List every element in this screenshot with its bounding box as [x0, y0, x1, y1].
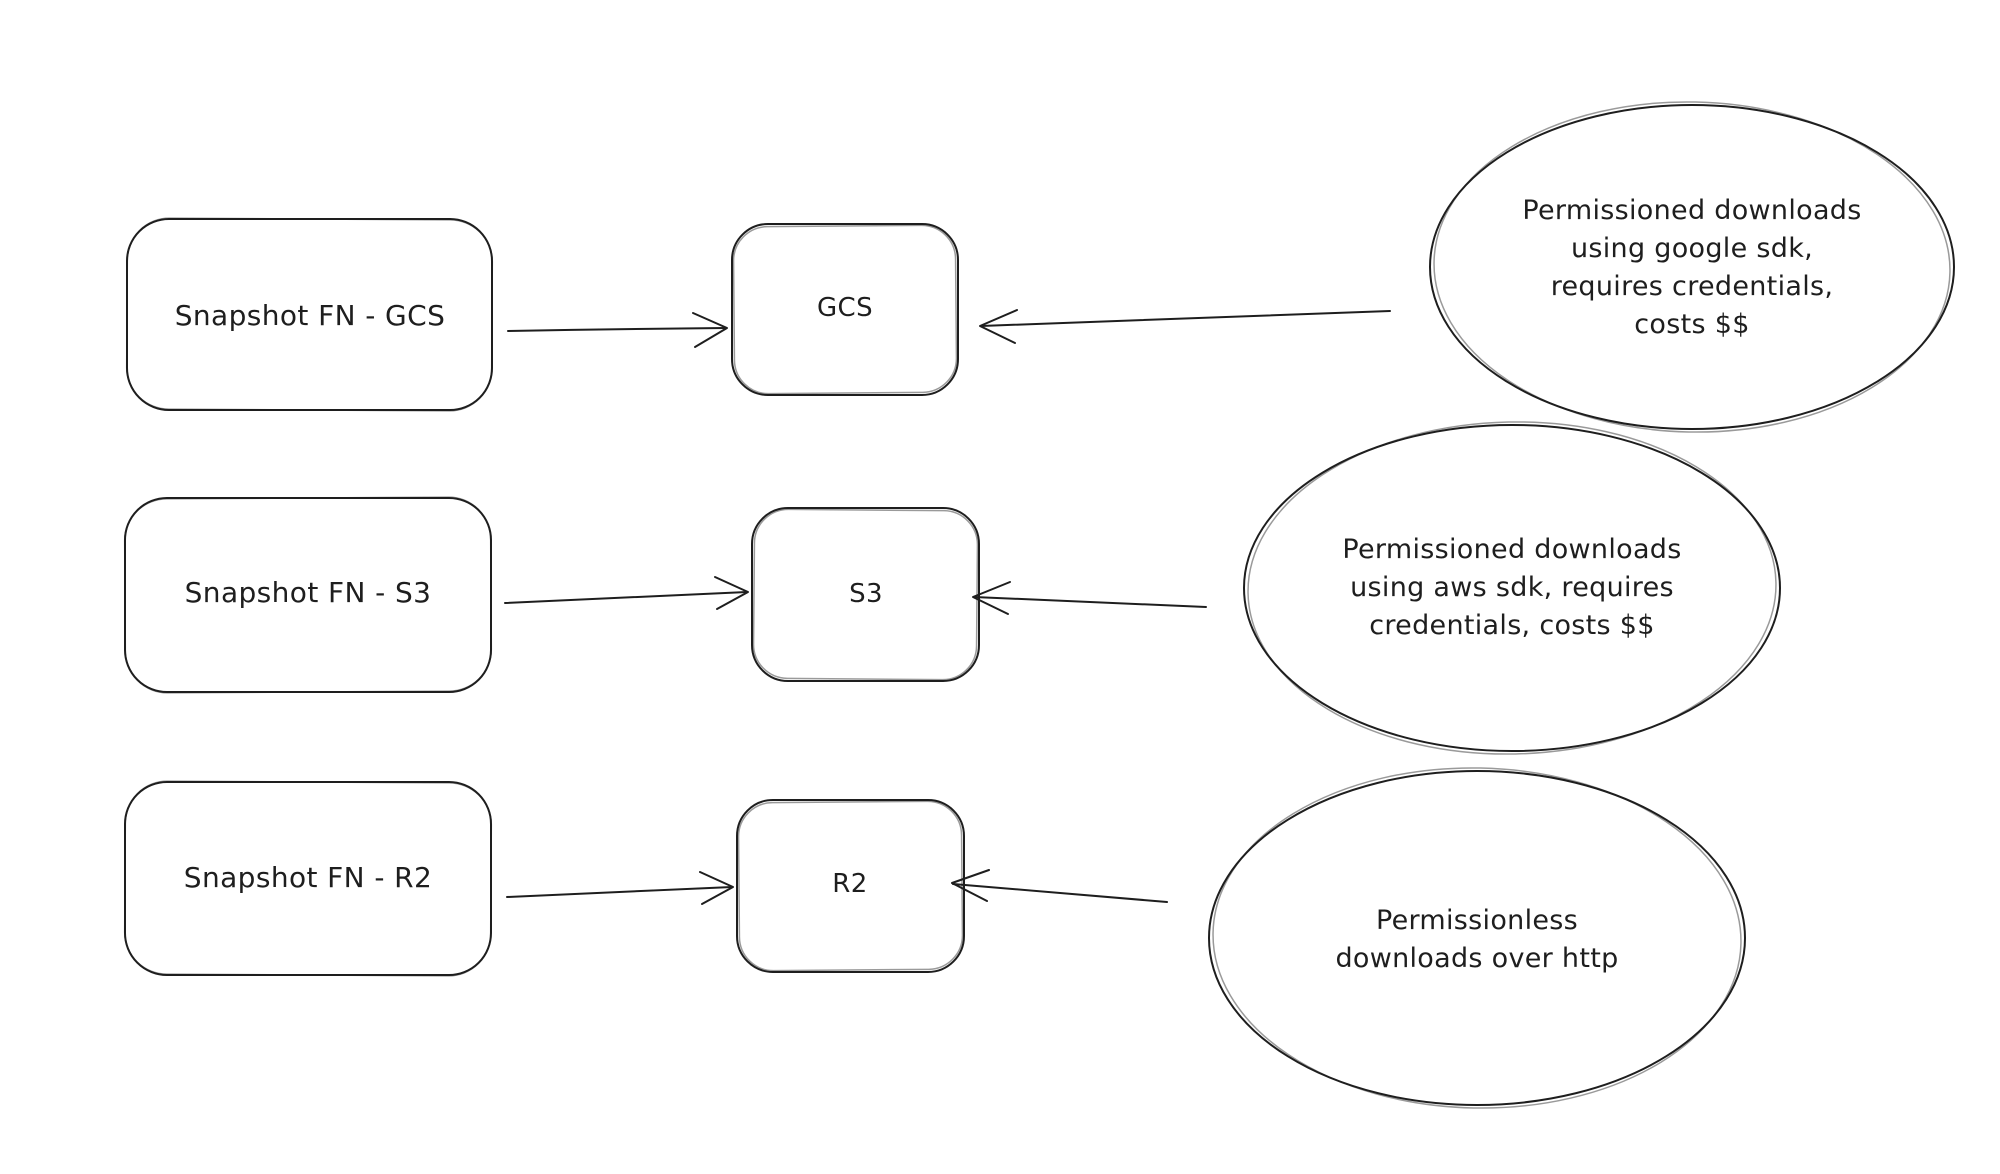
r2-label: R2	[832, 869, 868, 899]
snapshot-fn-r2-label: Snapshot FN - R2	[183, 861, 433, 894]
r2-box	[736, 799, 965, 973]
note-line: downloads over http	[1335, 943, 1619, 974]
gcs-box	[731, 223, 959, 396]
snapshot-fn-r2-box-sketch	[123, 780, 493, 977]
r2-note-ellipse	[1208, 770, 1746, 1106]
s3-note-text: Permissioned downloads using aws sdk, re…	[1262, 531, 1762, 645]
r2-note-text: Permissionless downloads over http	[1227, 902, 1727, 978]
gcs-label: GCS	[816, 293, 873, 323]
r2-note-to-r2-arrow	[952, 883, 1168, 903]
s3-note-ellipse	[1243, 424, 1781, 752]
gcs-note-ellipse-sketch	[1433, 101, 1951, 433]
snapshot-fn-gcs-label: Snapshot FN - GCS	[174, 299, 446, 332]
s3-note-ellipse-sketch	[1247, 421, 1777, 755]
note-line: costs $$	[1634, 309, 1750, 340]
snapshot-fn-gcs-box	[126, 218, 493, 411]
gcs-box-sketch	[732, 224, 958, 395]
gcs-note-to-gcs-arrow	[980, 310, 1391, 327]
snapshot-fn-s3-box-sketch	[123, 496, 493, 694]
r2-note-to-r2-arrowhead	[951, 869, 990, 902]
s3-label: S3	[849, 579, 883, 609]
note-line: Permissionless	[1375, 905, 1579, 936]
snapshot-fn-s3-box	[124, 497, 492, 693]
note-line: using google sdk,	[1570, 233, 1814, 264]
snapshot-s3-to-s3-arrowhead	[714, 576, 749, 610]
gcs-note-text: Permissioned downloads using google sdk,…	[1442, 192, 1942, 344]
snapshot-s3-to-s3-arrow	[504, 591, 748, 604]
gcs-note-ellipse	[1429, 104, 1955, 430]
note-line: using aws sdk, requires	[1350, 572, 1674, 603]
note-line: Permissioned downloads	[1342, 534, 1682, 565]
gcs-note-to-gcs-arrowhead	[979, 309, 1018, 344]
snapshot-gcs-to-gcs-arrow	[507, 327, 727, 332]
snapshot-fn-gcs-box-sketch	[125, 217, 494, 412]
r2-note-ellipse-sketch	[1212, 767, 1742, 1109]
snapshot-r2-to-r2-arrow	[506, 886, 733, 898]
snapshot-r2-to-r2-arrowhead	[699, 871, 734, 905]
row-gcs	[125, 101, 1955, 433]
note-line: requires credentials,	[1550, 271, 1834, 302]
snapshot-fn-s3-label: Snapshot FN - S3	[184, 576, 432, 609]
s3-note-to-s3-arrowhead	[972, 581, 1011, 615]
s3-note-to-s3-arrow	[973, 596, 1207, 608]
note-line: credentials, costs $$	[1369, 610, 1655, 641]
snapshot-gcs-to-gcs-arrowhead	[692, 312, 728, 348]
row-s3	[123, 421, 1781, 755]
snapshot-fn-r2-box	[124, 781, 492, 976]
row-r2	[123, 767, 1746, 1109]
note-line: Permissioned downloads	[1522, 195, 1862, 226]
